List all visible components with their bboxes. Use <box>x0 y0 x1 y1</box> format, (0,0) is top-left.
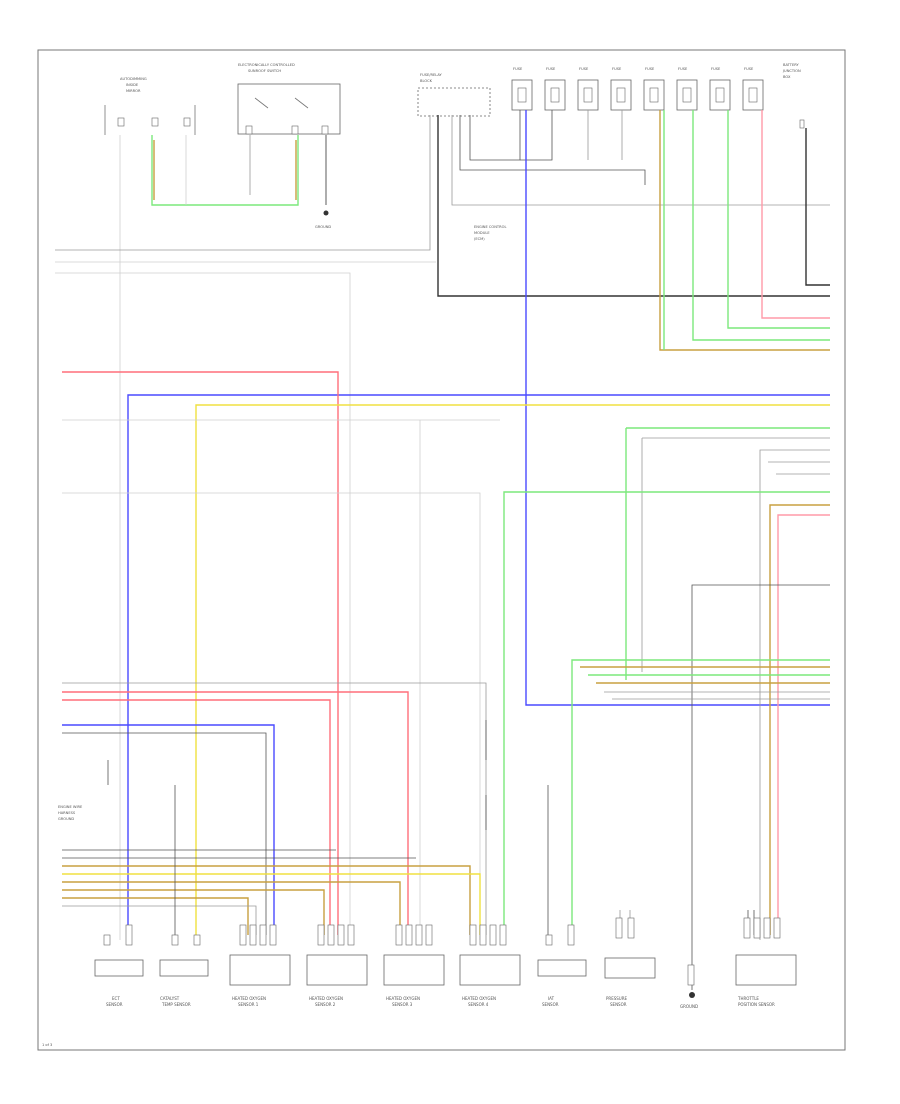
fuse-row: FUSE FUSE FUSE FUSE FUSE FUSE FUSE FUSE <box>511 67 764 111</box>
svg-text:SUNROOF SWITCH: SUNROOF SWITCH <box>248 69 281 73</box>
svg-text:FUSE/RELAY: FUSE/RELAY <box>420 73 442 77</box>
svg-text:(ECM): (ECM) <box>474 237 485 241</box>
svg-text:FUSE: FUSE <box>579 67 589 71</box>
svg-text:PRESSURE: PRESSURE <box>606 996 628 1001</box>
svg-text:HEATED OXYGEN: HEATED OXYGEN <box>309 996 343 1001</box>
svg-text:FUSE: FUSE <box>513 67 523 71</box>
svg-text:IAT: IAT <box>548 996 555 1001</box>
fuse-3: FUSE <box>577 67 599 111</box>
fuse-6: FUSE <box>676 67 698 111</box>
fuse-2: FUSE <box>544 67 566 111</box>
fuse-block-component: FUSE/RELAY BLOCK <box>417 73 491 117</box>
svg-text:HARNESS: HARNESS <box>58 811 76 815</box>
component-throttle-position-sensor: THROTTLE POSITION SENSOR <box>735 954 797 1007</box>
svg-text:HEATED OXYGEN: HEATED OXYGEN <box>232 996 266 1001</box>
fuse-1: FUSE <box>511 67 533 111</box>
component-heated-oxygen-sensor-2: HEATED OXYGEN SENSOR 2 <box>306 954 368 1007</box>
bottom-pins <box>103 917 781 986</box>
autodimming-mirror-component: AUTODIMMING INSIDE MIRROR <box>104 77 196 135</box>
svg-text:ENGINE CONTROL: ENGINE CONTROL <box>474 225 506 229</box>
component-heated-oxygen-sensor-1: HEATED OXYGEN SENSOR 1 <box>229 954 291 1007</box>
svg-text:GROUND: GROUND <box>680 1004 698 1009</box>
svg-text:HEATED OXYGEN: HEATED OXYGEN <box>462 996 496 1001</box>
sunroof-switch-component: ELECTRONICALLY CONTROLLED SUNROOF SWITCH… <box>237 63 341 229</box>
svg-text:SENSOR 2: SENSOR 2 <box>315 1002 336 1007</box>
svg-text:HEATED OXYGEN: HEATED OXYGEN <box>386 996 420 1001</box>
svg-text:INSIDE: INSIDE <box>126 83 139 87</box>
svg-text:AUTODIMMING: AUTODIMMING <box>120 77 147 81</box>
svg-text:THROTTLE: THROTTLE <box>737 996 759 1001</box>
svg-text:TEMP SENSOR: TEMP SENSOR <box>161 1002 191 1007</box>
fuse-4: FUSE <box>610 67 632 111</box>
svg-text:FUSE: FUSE <box>546 67 556 71</box>
diagram-frame <box>37 49 846 1051</box>
svg-text:SENSOR 3: SENSOR 3 <box>392 1002 413 1007</box>
svg-text:POSITION SENSOR: POSITION SENSOR <box>738 1002 775 1007</box>
wire-layer <box>55 110 830 990</box>
component-pressure-sensor: PRESSURE SENSOR <box>604 957 656 1007</box>
bottom-components: ECT SENSOR CATALYST TEMP SENSOR HEATED O… <box>94 954 797 1009</box>
svg-text:ECT: ECT <box>112 996 120 1001</box>
svg-text:SENSOR: SENSOR <box>542 1002 559 1007</box>
component-heated-oxygen-sensor-4: HEATED OXYGEN SENSOR 4 <box>459 954 521 1007</box>
svg-text:SENSOR 4: SENSOR 4 <box>468 1002 489 1007</box>
svg-text:BATTERY: BATTERY <box>783 63 800 67</box>
mid-labels: ENGINE CONTROL MODULE (ECM) ENGINE WIRE … <box>58 225 506 821</box>
battery-component: BATTERY JUNCTION BOX <box>782 63 805 129</box>
fuse-5: FUSE <box>643 67 665 111</box>
svg-text:ENGINE WIRE: ENGINE WIRE <box>58 805 83 809</box>
svg-text:SENSOR: SENSOR <box>610 1002 627 1007</box>
svg-text:FUSE: FUSE <box>744 67 754 71</box>
svg-text:FUSE: FUSE <box>678 67 688 71</box>
svg-text:CATALYST: CATALYST <box>160 996 180 1001</box>
svg-text:GROUND: GROUND <box>315 225 331 229</box>
svg-text:SENSOR: SENSOR <box>106 1002 123 1007</box>
fuse-8: FUSE <box>742 67 764 111</box>
component-iat-sensor: IAT SENSOR <box>537 959 587 1007</box>
component-ect-sensor: ECT SENSOR <box>94 959 144 1007</box>
svg-text:JUNCTION: JUNCTION <box>782 69 801 73</box>
svg-text:MODULE: MODULE <box>474 231 490 235</box>
svg-text:BLOCK: BLOCK <box>420 79 433 83</box>
svg-text:MIRROR: MIRROR <box>126 89 141 93</box>
fuse-7: FUSE <box>709 67 731 111</box>
footer-code: 1 of 3 <box>42 1043 52 1047</box>
svg-text:FUSE: FUSE <box>612 67 622 71</box>
svg-text:FUSE: FUSE <box>645 67 655 71</box>
svg-text:SENSOR 1: SENSOR 1 <box>238 1002 259 1007</box>
svg-text:GROUND: GROUND <box>58 817 74 821</box>
component-catalyst-sensor: CATALYST TEMP SENSOR <box>159 959 209 1007</box>
svg-text:ELECTRONICALLY CONTROLLED: ELECTRONICALLY CONTROLLED <box>238 63 295 67</box>
component-heated-oxygen-sensor-3: HEATED OXYGEN SENSOR 3 <box>383 954 445 1007</box>
component-ground-point: GROUND <box>680 992 698 1009</box>
svg-text:FUSE: FUSE <box>711 67 721 71</box>
svg-text:BOX: BOX <box>783 75 791 79</box>
